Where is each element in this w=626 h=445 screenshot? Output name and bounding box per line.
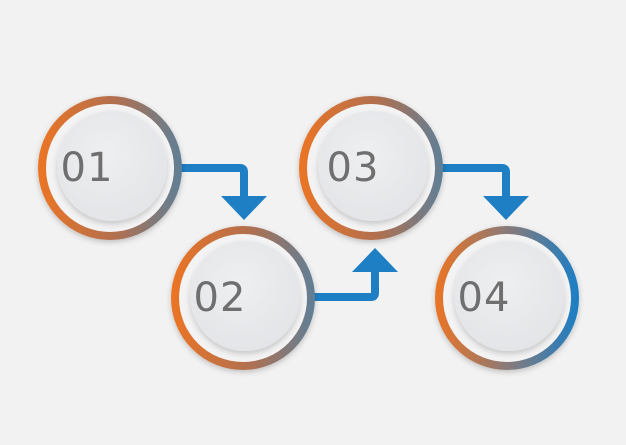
- step-number-04: 04: [457, 275, 511, 321]
- connector-arrows: [180, 164, 529, 301]
- step-circle-03: [299, 96, 443, 240]
- step-number-03: 03: [326, 145, 380, 191]
- arrow-03-to-04: [442, 164, 510, 198]
- arrow-01-to-02: [180, 164, 248, 198]
- step-number-02: 02: [193, 275, 247, 321]
- step-circle-01: [38, 96, 182, 240]
- arrow-head-down-2: [483, 196, 529, 220]
- step-circle-02: [171, 226, 315, 370]
- step-number-01: 01: [60, 145, 114, 191]
- arrow-head-down-1: [221, 196, 267, 220]
- step-circle-04: [435, 226, 579, 370]
- arrow-02-to-03: [312, 270, 379, 301]
- arrow-head-up: [352, 248, 398, 272]
